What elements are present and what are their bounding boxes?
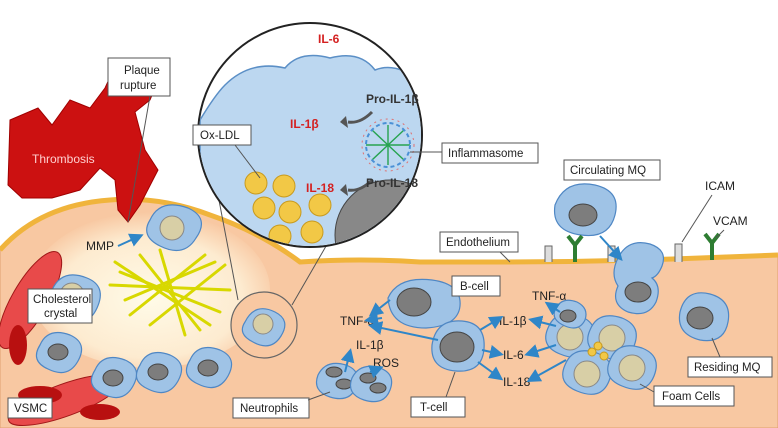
thrombus-shape — [7, 57, 161, 223]
t-cell — [431, 320, 485, 372]
cholesterol-box — [27, 288, 93, 324]
il18-small-label: IL-18 — [306, 181, 334, 195]
endothelium-layer — [0, 196, 778, 265]
b-cell-box — [451, 275, 501, 297]
cholesterol-label-1: Cholesterol — [33, 294, 91, 306]
plaque-rupture-label-1: Plaque — [124, 65, 160, 77]
ros-label: ROS — [373, 356, 399, 370]
vsmc-box — [7, 397, 53, 419]
transmigrating-mq-cell — [613, 242, 665, 315]
inflammasome-label: Inflammasome — [448, 148, 523, 160]
residing-mq-label: Residing MQ — [694, 362, 761, 374]
circulating-mq-box — [563, 159, 661, 181]
b-cell-label: B-cell — [460, 281, 489, 293]
foam-cells-box — [653, 385, 735, 407]
ox-ldl-label: Ox-LDL — [200, 130, 240, 142]
il1b-left-label: IL-1β — [356, 338, 384, 352]
neutrophil-cells — [315, 362, 393, 403]
vcam-label: VCAM — [713, 214, 748, 228]
il6-mid-label: IL-6 — [503, 348, 524, 362]
pro-il18-label: Pro-IL-18 — [366, 176, 418, 190]
residing-mq-cell — [678, 292, 730, 342]
il6-top-label: IL-6 — [318, 32, 340, 46]
thrombosis-label: Thrombosis — [32, 152, 95, 166]
inflammasome-box — [441, 142, 539, 164]
il18-mid-label: IL-18 — [503, 375, 531, 389]
foam-cells-label: Foam Cells — [662, 391, 720, 403]
endothelium-box — [439, 231, 519, 253]
icam-label: ICAM — [705, 179, 735, 193]
cholesterol-label-2: crystal — [44, 308, 77, 320]
neutrophils-box — [232, 397, 310, 419]
circulating-mq-cell — [553, 183, 617, 237]
cholesterol-crystals — [108, 248, 232, 337]
b-cell — [387, 278, 461, 329]
mmp-label: MMP — [86, 239, 114, 253]
circulating-mq-label: Circulating MQ — [570, 165, 646, 177]
zoom-circle-large — [197, 22, 423, 248]
foam-cell-cluster — [545, 299, 657, 395]
ox-ldl-box — [192, 124, 252, 146]
tnf-a-left-label: TNF-α — [340, 314, 374, 328]
inflammasome-complex — [361, 118, 415, 172]
t-cell-label: T-cell — [420, 402, 447, 414]
signal-arrows — [340, 235, 623, 382]
pro-il1b-label: Pro-IL-1β — [366, 92, 419, 106]
vsmc-label: VSMC — [14, 403, 47, 415]
il1b-big-label: IL-1β — [290, 117, 319, 131]
tnf-a-right-label: TNF-α — [532, 289, 566, 303]
residing-mq-box — [687, 356, 773, 378]
il1b-mid-label: IL-1β — [499, 314, 527, 328]
t-cell-box — [410, 396, 466, 418]
plaque-rupture-box — [107, 57, 171, 97]
endothelium-label: Endothelium — [446, 237, 510, 249]
neutrophils-label: Neutrophils — [240, 403, 298, 415]
plaque-rupture-label-2: rupture — [120, 80, 156, 92]
